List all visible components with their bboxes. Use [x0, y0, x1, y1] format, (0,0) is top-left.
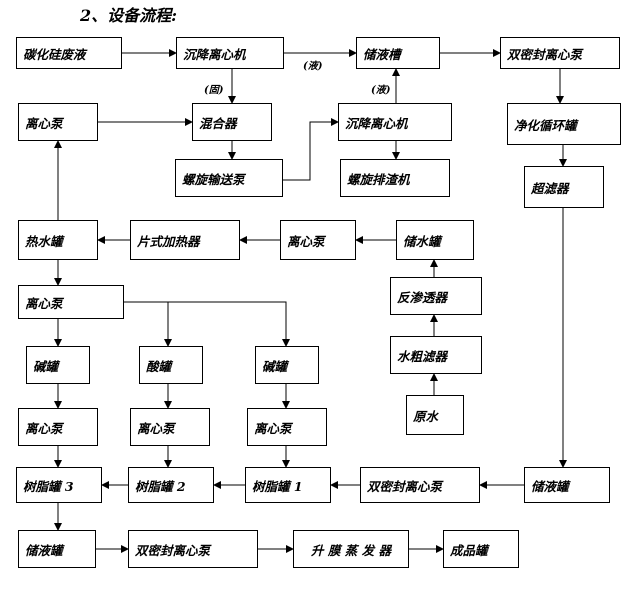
label-solid: (固)	[204, 85, 224, 96]
node-centrifugal-pump-4: 离心泵	[18, 408, 98, 446]
node-ultrafilter: 超滤器	[524, 166, 604, 208]
node-centrifugal-pump-5: 离心泵	[130, 408, 210, 446]
section-title: 2、设备流程:	[80, 6, 178, 25]
node-acid-tank: 酸罐	[139, 346, 203, 384]
node-mixer: 混合器	[192, 103, 272, 141]
node-centrifugal-pump-1: 离心泵	[18, 103, 98, 141]
node-centrifugal-pump-3: 离心泵	[18, 285, 124, 319]
node-settling-centrifuge-1: 沉降离心机	[176, 37, 284, 69]
arrow-pump-to-alkali-right	[124, 301, 290, 347]
label-liquid-top: (液)	[303, 61, 323, 72]
node-silicon-carbide-waste: 碳化硅废液	[16, 37, 122, 69]
node-resin-tank-3: 树脂罐 3	[16, 467, 102, 503]
node-product-tank: 成品罐	[443, 530, 519, 568]
node-double-seal-pump-3: 双密封离心泵	[128, 530, 258, 568]
node-alkali-tank-right: 碱罐	[255, 346, 319, 384]
node-hot-water-tank: 热水罐	[18, 220, 98, 260]
node-raw-water: 原水	[406, 395, 464, 435]
node-storage-tank-2: 储液罐	[524, 467, 610, 503]
node-storage-tank-1: 储液槽	[356, 37, 440, 69]
node-screw-discharger: 螺旋排渣机	[340, 159, 450, 197]
node-double-seal-pump-1: 双密封离心泵	[500, 37, 620, 69]
node-reverse-osmosis: 反渗透器	[390, 277, 482, 315]
node-purification-tank: 净化循环罐	[507, 103, 621, 145]
node-water-storage-tank: 储水罐	[396, 220, 474, 260]
node-storage-tank-3: 储液罐	[18, 530, 96, 568]
node-plate-heater: 片式加热器	[130, 220, 240, 260]
node-film-evaporator: 升 膜 蒸 发 器	[293, 530, 409, 568]
node-resin-tank-2: 树脂罐 2	[128, 467, 214, 503]
node-settling-centrifuge-2: 沉降离心机	[338, 103, 452, 141]
arrow-conveyor-to-centrifuge	[283, 118, 339, 181]
node-centrifugal-pump-2: 离心泵	[280, 220, 356, 260]
node-screw-conveyor-pump: 螺旋输送泵	[175, 159, 283, 197]
node-alkali-tank-left: 碱罐	[26, 346, 90, 384]
node-double-seal-pump-2: 双密封离心泵	[360, 467, 480, 503]
node-coarse-water-filter: 水粗滤器	[390, 336, 482, 374]
node-resin-tank-1: 树脂罐 1	[245, 467, 331, 503]
label-liquid-mid: (液)	[371, 85, 391, 96]
node-centrifugal-pump-6: 离心泵	[247, 408, 327, 446]
